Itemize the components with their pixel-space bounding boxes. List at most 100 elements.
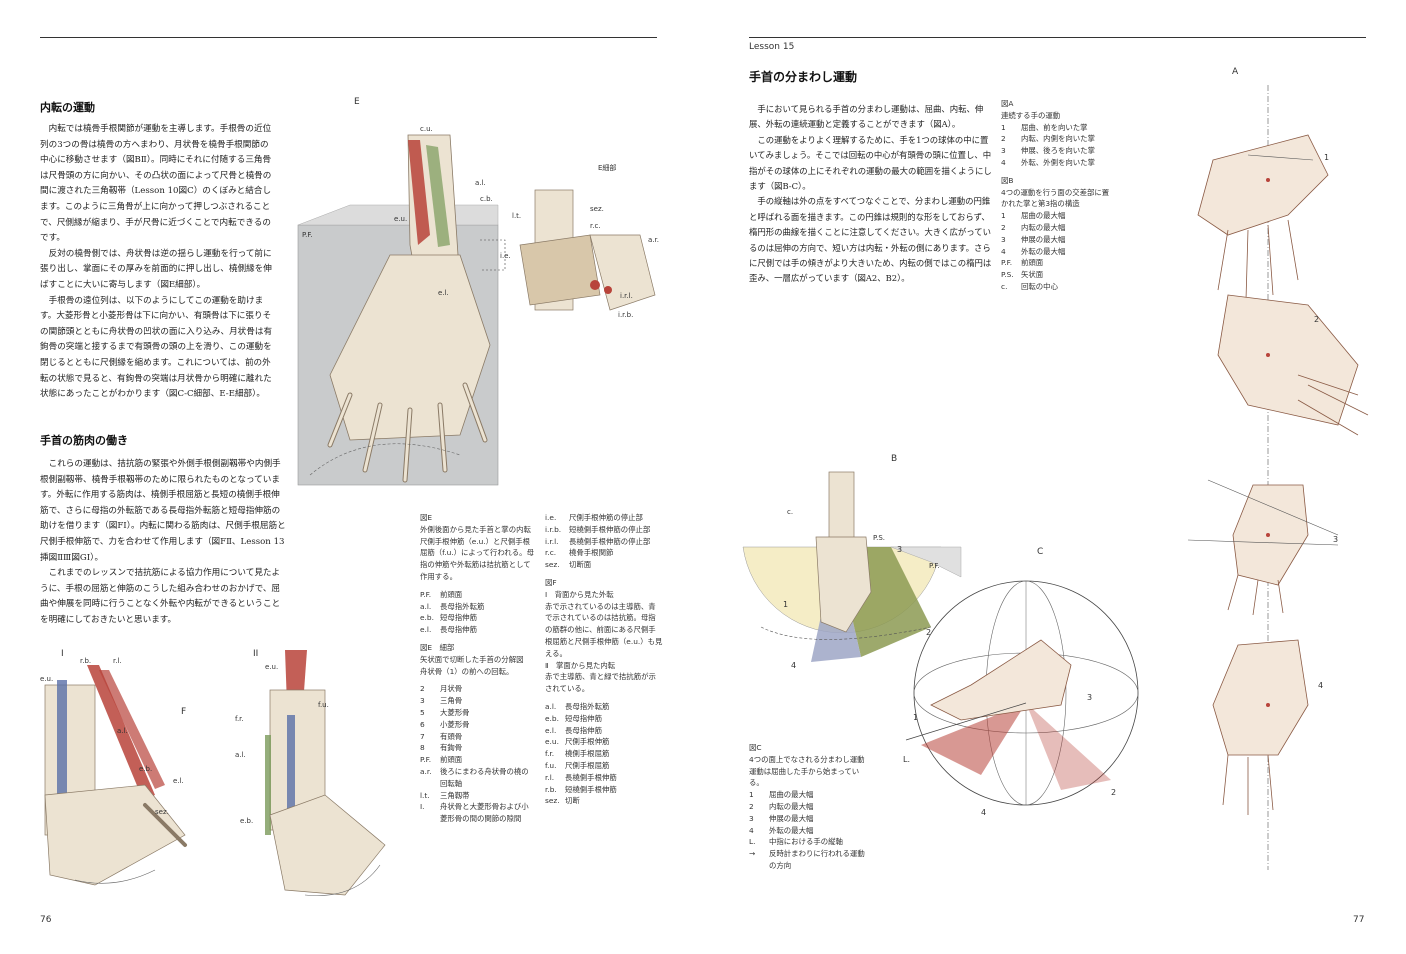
- caption-value: 前頭面: [1021, 258, 1044, 268]
- caption-line: 運動は屈曲した手から始まっている。: [749, 766, 860, 788]
- caption-head: 図A: [1001, 99, 1014, 108]
- figure-e-label: E: [354, 97, 360, 107]
- caption-key: 3: [420, 696, 425, 706]
- caption-value: 前頭面: [440, 589, 463, 599]
- top-rule: [40, 37, 657, 38]
- caption-line: Ⅱ 掌面から見た内転: [545, 660, 616, 670]
- tag-sez: sez.: [155, 808, 169, 816]
- caption-value: 長橈側手根伸筋: [565, 772, 617, 782]
- tag-ps: P.S.: [873, 534, 886, 542]
- figure-c: C 1 2 3 4 L.: [901, 545, 1156, 830]
- caption-key: e.b.: [545, 713, 559, 723]
- caption-value: 月状骨: [440, 684, 463, 694]
- fig-a-num-4: 4: [1318, 681, 1324, 690]
- caption-head: 図F: [545, 577, 557, 587]
- detail-red-mark: [590, 280, 600, 290]
- paragraph: 反対の橈骨側では、舟状骨は逆の揺らし運動を行って前に張り出し、掌面にその厚みを前…: [40, 248, 272, 290]
- caption-value: 切断面: [569, 560, 592, 570]
- tag-3: 3: [897, 545, 903, 554]
- fi-blue-muscle: [57, 680, 67, 800]
- tag-rb: r.b.: [80, 657, 92, 665]
- caption-value: 橈側手根屈筋: [565, 749, 610, 759]
- caption-key: c.: [1001, 281, 1008, 291]
- tag-al: a.l.: [475, 179, 486, 187]
- figure-a-illustration: [1187, 85, 1369, 870]
- caption-value: 短母指伸筋: [565, 713, 602, 723]
- tag-el: e.l.: [173, 777, 184, 785]
- hand-bones: [329, 254, 491, 441]
- caption-key: 7: [420, 731, 425, 741]
- caption-key: l.t.: [420, 790, 430, 800]
- tag-cu: c.u.: [420, 125, 433, 133]
- tag-lt: l.t.: [512, 212, 522, 220]
- figure-f: I F II e.u. r.b. r.l. a.l. e.b. e.l. sez…: [35, 645, 395, 910]
- caption-value: 長橈側手根伸筋の停止部: [569, 536, 651, 546]
- caption-line: Ⅰ 背面から見た外転: [545, 589, 614, 599]
- fii-blue-muscle: [287, 715, 295, 825]
- green-muscle: [426, 145, 450, 247]
- caption-value: 短橈側手根伸筋: [565, 784, 617, 794]
- caption-line: 連続する手の運動: [1001, 110, 1061, 120]
- figure-b-illustration: [742, 471, 962, 662]
- caption-line: 赤で主導筋、青と緑で拮抗筋が示されている。: [545, 672, 656, 694]
- figure-f-illustration: [44, 650, 386, 896]
- caption-head: 図C: [749, 743, 762, 752]
- caption-value: 尺側手根伸筋: [565, 737, 610, 747]
- caption-line: 4つの面上でなされる分まわし運動: [749, 754, 865, 764]
- caption-value: 伸展、後ろを向いた掌: [1021, 146, 1095, 156]
- motion-arc: [309, 443, 461, 476]
- pf-tag: P.F.: [302, 231, 313, 239]
- caption-key: r.c.: [545, 548, 557, 558]
- tag-pf: P.F.: [929, 562, 940, 570]
- caption-block: i.e.尺側手根伸筋の停止部 i.r.b.短橈側手根伸筋の停止部 i.r.l.長…: [545, 512, 663, 571]
- tag-3: 3: [1087, 693, 1093, 702]
- caption-value: 三角骨: [440, 696, 463, 706]
- caption-value: 短母指伸筋: [440, 613, 477, 623]
- fi-red-muscle: [99, 670, 165, 789]
- caption-value: 屈曲の最大幅: [769, 790, 814, 800]
- paragraph: 手の縦軸は外の点をすべてつなぐことで、分まわし運動の円錐と呼ばれる面を描きます。…: [749, 196, 992, 284]
- tag-irb: i.r.b.: [618, 311, 634, 319]
- tag-rc: r.c.: [590, 222, 601, 230]
- caption-key: f.r.: [545, 749, 555, 759]
- tag-1: 1: [913, 713, 919, 722]
- caption-value: 小菱形骨: [440, 719, 470, 729]
- fi-arc: [74, 869, 156, 884]
- tag-eu: e.u.: [40, 675, 54, 683]
- caption-value: 伸展の最大幅: [769, 813, 814, 823]
- caption-key: 3: [749, 813, 754, 823]
- body-text-adduction: 内転では橈骨手根関節が運動を主導します。手根骨の近位列の3つの骨は橈骨の方へまわ…: [40, 122, 275, 403]
- tag-irl: i.r.l.: [620, 292, 633, 300]
- caption-line: 尺側手根伸筋（e.u.）と尺側手根屈筋（f.u.）によって行われる。母指の伸筋や…: [420, 536, 534, 581]
- fig-f-sub-i: I: [61, 649, 64, 659]
- rotation-dots: [1266, 178, 1270, 707]
- caption-key: 4: [1001, 157, 1006, 167]
- caption-value: 長母指外転筋: [440, 601, 485, 611]
- forearm-bone: [828, 471, 855, 543]
- caption-value: 切断: [565, 796, 580, 806]
- fi-hand: [44, 784, 186, 886]
- caption-key: i.r.b.: [545, 524, 562, 534]
- caption-key: 6: [420, 719, 425, 729]
- caption-value: 有頭骨: [440, 731, 463, 741]
- figure-c-illustration: [905, 580, 1139, 806]
- body-text-wrist-muscles: これらの運動は、拮抗筋の緊張や外側手根側副靱帯や内側手根側副靱帯、橈骨手根靱帯の…: [40, 457, 288, 629]
- lesson-label: Lesson 15: [749, 42, 795, 52]
- caption-value: 反時計まわりに行われる運動の方向: [769, 849, 865, 870]
- caption-value: 屈曲の最大幅: [1021, 211, 1066, 221]
- caption-value: 外転の最大幅: [769, 825, 814, 835]
- red-sector-2: [1026, 703, 1111, 790]
- caption-head: 図E: [420, 513, 433, 522]
- caption-key: 8: [420, 743, 425, 753]
- fi-red-muscle: [87, 665, 155, 800]
- figure-a-label: A: [1232, 67, 1239, 77]
- paragraph: 手において見られる手首の分まわし運動は、屈曲、内転、伸展、外転の連続運動と定義す…: [749, 104, 984, 130]
- caption-key: →: [749, 849, 756, 859]
- caption-key: 4: [749, 825, 754, 835]
- figure-e-illustration: [297, 134, 656, 486]
- lesson-heading: 手首の分まわし運動: [749, 70, 858, 84]
- hand-bones: [815, 536, 872, 633]
- caption-value: 内転、内側を向いた掌: [1021, 134, 1095, 144]
- caption-line: 赤で示されているのは主導筋、青で示されているのは拮抗筋。母指の筋群の他に、前面に…: [545, 601, 663, 658]
